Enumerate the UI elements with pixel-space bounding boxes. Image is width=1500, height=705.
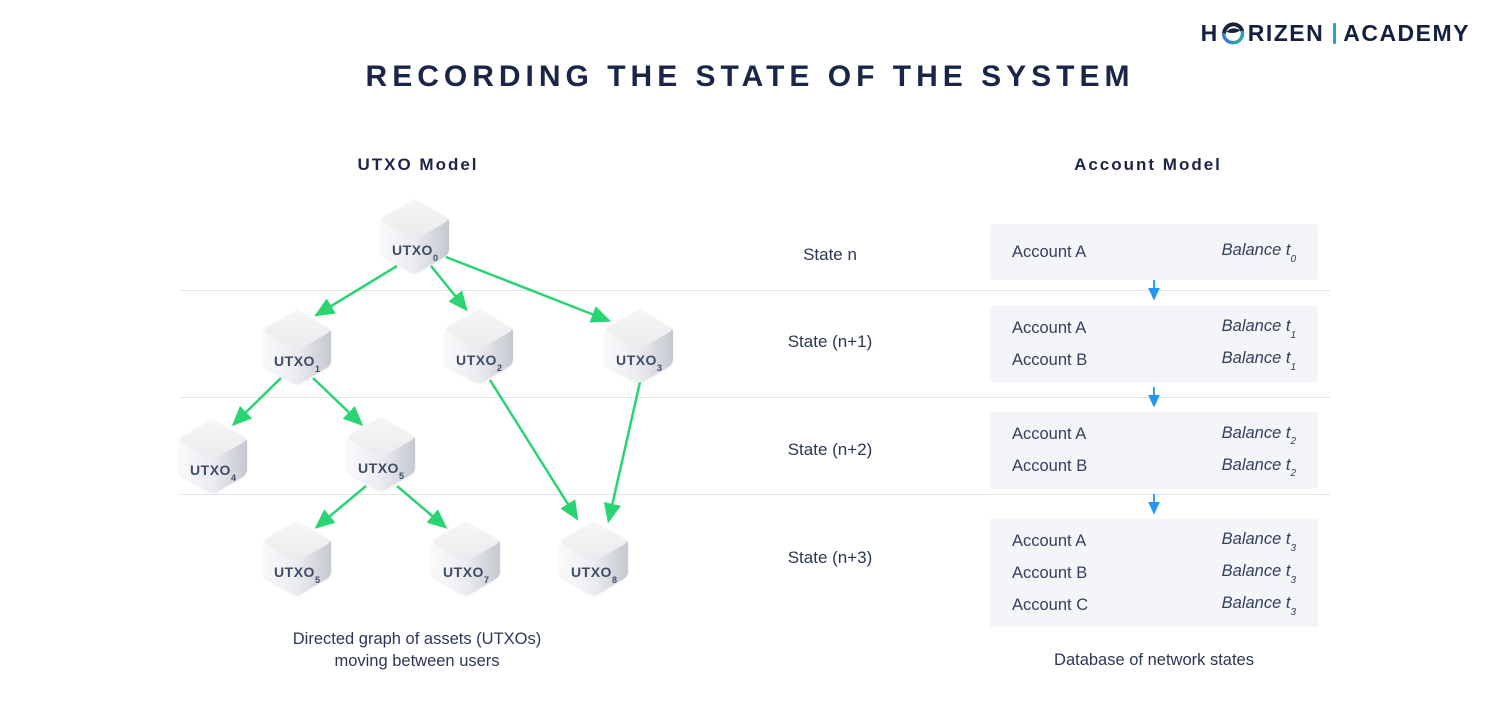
utxo-caption-line1: Directed graph of assets (UTXOs) [292,630,542,648]
state-label-n: State n [803,245,857,264]
logo-text-rizen: RIZEN [1247,20,1325,46]
utxo-node-label: UTXO0 [392,242,438,263]
edge-utxo3-utxo8 [603,381,642,524]
state-divider-line [180,494,1330,495]
account-row: Account A Balance t1 [990,312,1318,344]
account-balance: Balance t3 [1221,594,1296,618]
logo-text-academy: ACADEMY [1343,20,1470,46]
account-balance: Balance t1 [1221,349,1296,373]
account-balance: Balance t2 [1221,423,1296,448]
account-row: Account A Balance t2 [990,419,1318,451]
horizen-academy-logo: H RIZEN ACADEMY [1201,20,1470,47]
account-row: Account B Balance t2 [990,451,1318,483]
cube-icon [262,310,332,384]
account-row: Account B Balance t1 [990,344,1318,376]
account-state-box-3: Account A Balance t3 Account B Balance t… [990,519,1318,627]
cube-icon [559,521,629,595]
account-balance: Balance t3 [1221,530,1296,554]
account-state-box-1: Account A Balance t1 Account B Balance t… [990,306,1318,382]
utxo-node-5: UTXO5 [343,416,419,500]
account-name: Account C [1012,595,1089,614]
utxo-caption-line2: moving between users [334,652,500,671]
state-label-n3: State (n+3) [787,548,873,567]
page-title: RECORDING THE STATE OF THE SYSTEM [365,60,1135,93]
cube-icon [178,419,248,493]
utxo-node-label: UTXO7 [443,564,489,585]
utxo-node-6: UTXO5 [259,520,335,604]
utxo-node-label: UTXO4 [190,462,236,483]
utxo-node-label: UTXO3 [616,352,662,373]
cube-icon [604,309,674,383]
cube-icon [444,309,514,383]
logo-text-h: H [1200,20,1219,46]
cube-icon [346,417,416,491]
cube-icon [262,521,332,595]
account-name: Account B [1012,350,1088,369]
state-divider-line [180,290,1330,291]
cube-icon [431,521,501,595]
account-row: Account C Balance t3 [990,589,1318,621]
account-row: Account A Balance t3 [990,525,1318,557]
account-name: Account B [1012,457,1088,475]
account-model-heading: Account Model [1074,155,1222,174]
utxo-node-label: UTXO5 [274,564,320,585]
utxo-node-1: UTXO1 [259,309,335,393]
account-state-box-0: Account A Balance t0 [990,224,1318,280]
cube-icon [380,199,450,273]
utxo-model-caption: Directed graph of assets (UTXOs) moving … [293,628,542,673]
utxo-model-heading: UTXO Model [357,155,479,174]
account-row: Account B Balance t3 [990,557,1318,589]
state-transition-arrow [1148,387,1160,408]
utxo-node-8: UTXO8 [556,520,632,604]
account-balance: Balance t1 [1221,317,1296,341]
account-name: Account A [1012,531,1087,550]
account-balance: Balance t0 [1221,241,1296,265]
account-model-caption: Database of network states [1054,651,1254,669]
state-label-n2: State (n+2) [787,440,873,459]
edge-utxo2-utxo8 [488,379,579,521]
utxo-node-2: UTXO2 [441,308,517,392]
account-name: Account A [1012,242,1087,261]
utxo-node-label: UTXO1 [274,353,320,374]
account-name: Account B [1012,563,1088,582]
account-balance: Balance t2 [1221,455,1296,480]
state-transition-arrow [1148,494,1160,515]
account-state-box-2: Account A Balance t2 Account B Balance t… [990,412,1318,489]
utxo-node-0: UTXO0 [377,198,453,282]
utxo-node-3: UTXO3 [601,308,677,392]
utxo-node-label: UTXO5 [358,460,404,481]
account-balance: Balance t3 [1221,562,1296,586]
utxo-node-7: UTXO7 [428,520,504,604]
account-name: Account A [1012,318,1087,337]
utxo-node-label: UTXO2 [456,352,502,373]
account-row: Account A Balance t0 [990,236,1318,268]
utxo-node-label: UTXO8 [571,564,617,585]
logo-separator [1333,23,1337,44]
state-divider-line [180,397,1330,398]
utxo-node-4: UTXO4 [175,418,251,502]
state-label-n1: State (n+1) [787,332,873,351]
horizen-o-icon [1221,22,1244,45]
state-transition-arrow [1148,280,1160,301]
account-name: Account A [1012,425,1087,443]
